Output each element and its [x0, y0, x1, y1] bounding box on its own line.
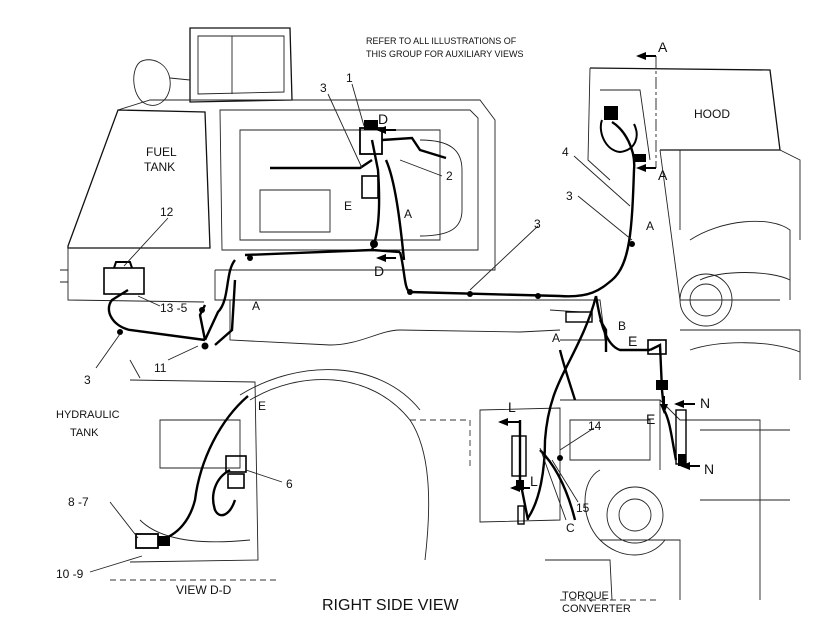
callout-6: 6 — [286, 477, 293, 491]
torque-converter-label-1: TORQUE — [562, 590, 609, 602]
machine-outline — [60, 27, 801, 601]
harness-a-mid: A — [404, 207, 412, 221]
hood-label: HOOD — [694, 107, 730, 121]
callout-4: 4 — [562, 145, 569, 159]
section-line-a-a — [636, 52, 657, 172]
fuel-tank-label-1: FUEL — [146, 145, 177, 159]
section-arrows — [376, 126, 700, 492]
right-side-view-label: RIGHT SIDE VIEW — [322, 597, 460, 614]
view-dd-label: VIEW D-D — [176, 583, 232, 597]
note-line-1: REFER TO ALL ILLUSTRATIONS OF — [366, 36, 517, 46]
leader-lines — [89, 83, 633, 573]
harness-a-lower: A — [552, 331, 560, 345]
fuel-tank-label-2: TANK — [144, 160, 175, 174]
hydraulic-tank-label-2: TANK — [70, 427, 99, 439]
note-line-2: THIS GROUP FOR AUXILIARY VIEWS — [366, 49, 524, 59]
section-l-top: L — [508, 399, 516, 415]
callout-8-7: 8 -7 — [68, 495, 89, 509]
callout-3-top: 3 — [320, 81, 327, 95]
section-n-bottom: N — [704, 461, 714, 477]
harness-b: B — [618, 319, 626, 333]
section-a-hood: A — [658, 167, 668, 183]
harness-a-right: A — [646, 219, 654, 233]
callout-11: 11 — [154, 361, 167, 375]
text-labels: REFER TO ALL ILLUSTRATIONS OF THIS GROUP… — [56, 36, 730, 615]
callout-3-deck: 3 — [534, 217, 541, 231]
callout-13-5: 13 -5 — [160, 301, 188, 315]
callout-15: 15 — [576, 501, 590, 515]
section-a-top: A — [658, 39, 668, 55]
callout-14: 14 — [588, 419, 602, 433]
callout-3-engine: 3 — [566, 189, 573, 203]
callout-1: 1 — [346, 71, 353, 85]
connector-e-upper: E — [344, 199, 352, 213]
section-n-top: N — [700, 395, 710, 411]
hydraulic-tank-label-1: HYDRAULIC — [56, 409, 120, 421]
connector-e-right-2: E — [646, 411, 655, 427]
section-d-low: D — [374, 263, 384, 279]
harness-c: C — [566, 521, 575, 535]
torque-converter-label-2: CONVERTER — [562, 603, 631, 615]
section-d-top: D — [378, 111, 388, 127]
section-l-bottom: L — [530, 473, 538, 489]
connector-e-view: E — [258, 399, 266, 413]
callout-3-tank: 3 — [84, 373, 91, 387]
callout-12: 12 — [160, 205, 174, 219]
components — [103, 106, 687, 549]
callout-10-9: 10 -9 — [56, 567, 84, 581]
connector-e-right: E — [628, 333, 637, 349]
callout-2: 2 — [446, 169, 453, 183]
harness-a-left: A — [252, 299, 260, 313]
